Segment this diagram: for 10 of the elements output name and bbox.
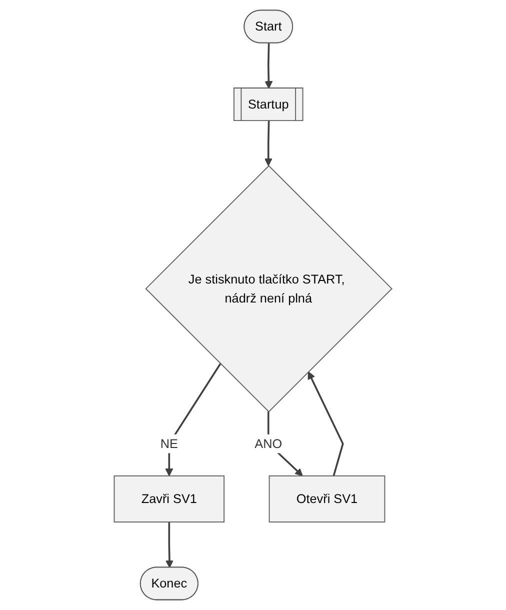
edge-label: ANO	[254, 436, 282, 451]
node-box: Zavři SV1	[114, 475, 224, 522]
arrow	[308, 371, 344, 476]
arrow	[264, 120, 272, 166]
node-box: Otevři SV1	[268, 475, 386, 522]
edge-label: NE	[160, 436, 178, 451]
arrow	[165, 363, 222, 476]
arrow	[264, 43, 273, 89]
node-diamond: Je stisknuto tlačítko START, nádrž není plná	[145, 165, 392, 412]
arrow	[165, 522, 174, 568]
